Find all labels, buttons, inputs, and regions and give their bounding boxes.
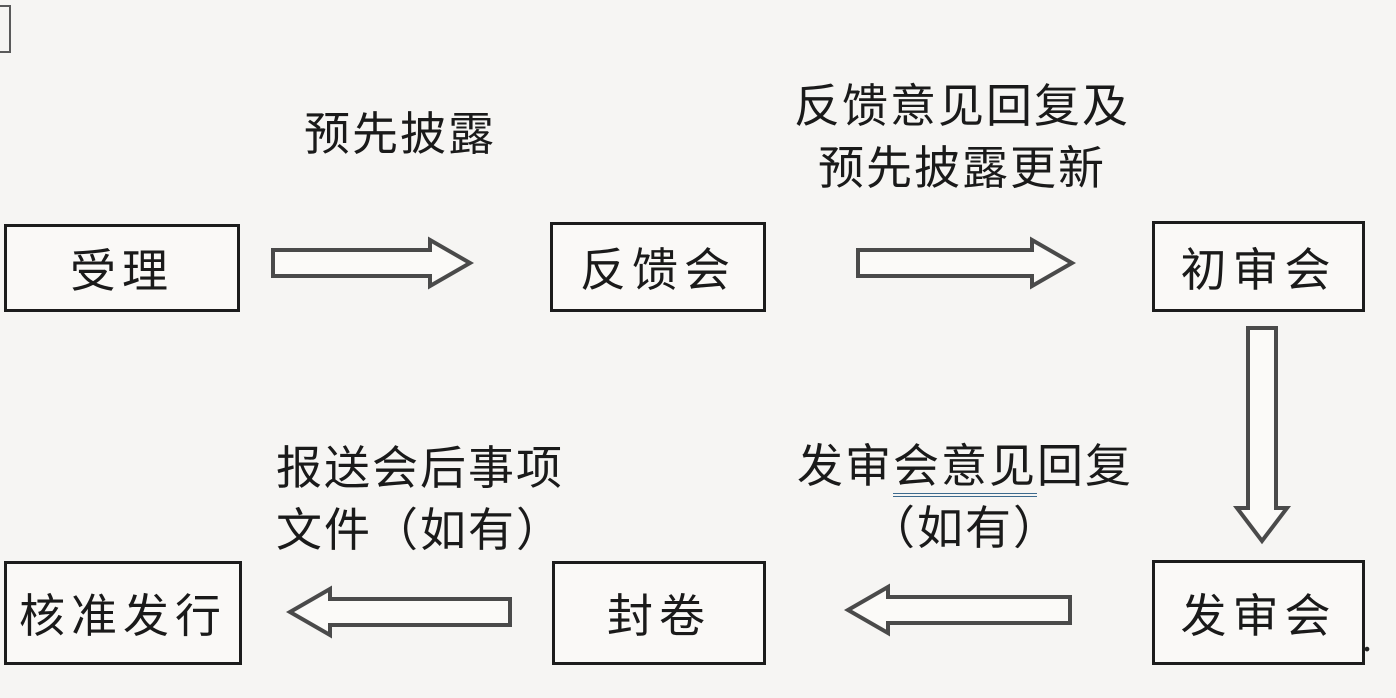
edge-label-line: 报送会后事项 <box>276 443 564 494</box>
node-label: 受理 <box>70 246 174 297</box>
node-chushenhui: 初审会 <box>1152 221 1365 312</box>
edge-label-line: 文件（如有） <box>276 505 564 556</box>
node-label: 核准发行 <box>19 591 227 642</box>
edge-label-line: （如有） <box>869 503 1061 554</box>
edge-label-post-meeting-docs: 报送会后事项 文件（如有） <box>232 438 608 562</box>
cursor-artifact <box>0 5 11 53</box>
edge-label-pre-disclosure: 预先披露 <box>304 109 496 160</box>
block-arrow-down-icon <box>1232 326 1292 545</box>
edge-label-line: 发审会意见回复 <box>770 436 1160 498</box>
node-label: 初审会 <box>1180 244 1337 296</box>
node-label: 封卷 <box>607 591 711 642</box>
node-fengjuan: 封卷 <box>552 561 766 665</box>
node-shouli: 受理 <box>4 224 240 312</box>
node-fankuihui: 反馈会 <box>550 222 766 312</box>
grammar-check-underline: 会意见 <box>893 441 1037 497</box>
node-hezhunfaxing: 核准发行 <box>4 561 242 665</box>
block-arrow-left-icon <box>285 585 512 639</box>
edge-label-issuance-reply: 发审会意见回复 （如有） <box>770 436 1160 560</box>
edge-label-line: 反馈意见回复及 <box>794 81 1130 132</box>
edge-label-feedback-reply: 反馈意见回复及 预先披露更新 <box>762 76 1162 200</box>
node-label: 发审会 <box>1180 590 1337 642</box>
node-label: 反馈会 <box>580 245 736 296</box>
block-arrow-right-icon <box>856 236 1077 290</box>
node-fashenhui: 发审会 <box>1152 560 1365 665</box>
edge-label-line: 预先披露更新 <box>818 143 1106 194</box>
trailing-period: . <box>1362 615 1372 660</box>
block-arrow-right-icon <box>271 236 475 290</box>
block-arrow-left-icon <box>843 583 1072 637</box>
